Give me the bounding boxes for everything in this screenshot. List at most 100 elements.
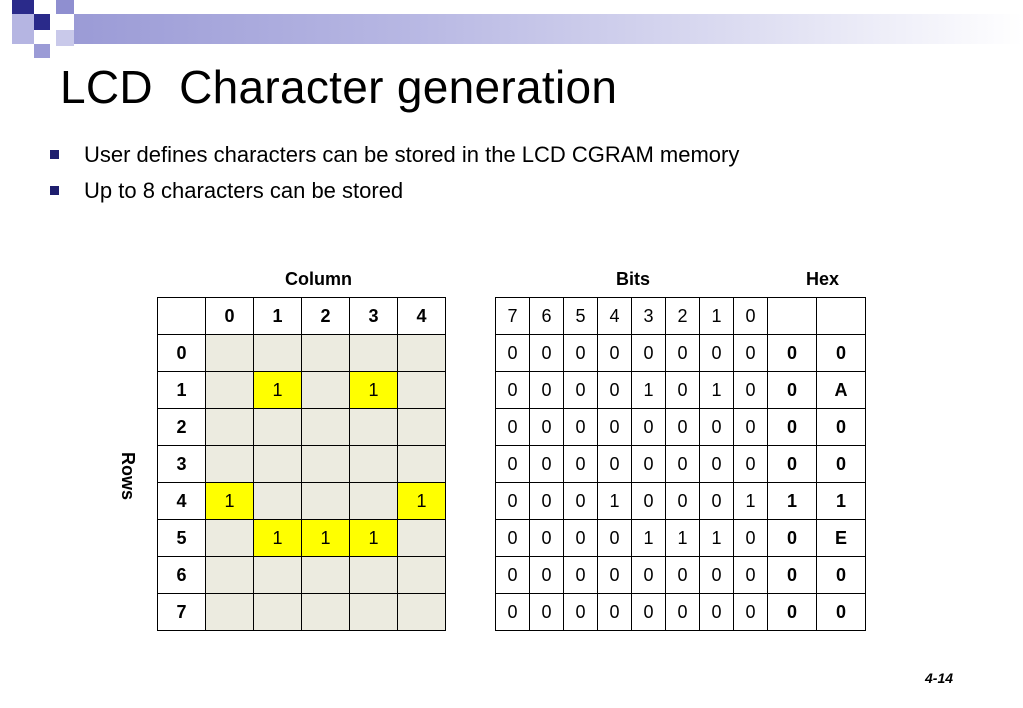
pixel-cell-r1-c4 (397, 371, 446, 409)
bullet-item: User defines characters can be stored in… (46, 142, 739, 178)
bit-cell: 0 (597, 371, 632, 409)
hex-digit-cell: 0 (767, 593, 817, 631)
bit-cell: 0 (563, 371, 598, 409)
hex-label: Hex (806, 269, 840, 289)
pixel-cell-r6-c0 (205, 556, 254, 594)
bit-cell: 0 (733, 334, 768, 372)
bit-cell: 0 (495, 445, 530, 483)
pixel-cell-r3-c1 (253, 445, 302, 483)
bit-cell: 0 (665, 482, 700, 520)
hex-digit-cell: 0 (767, 334, 817, 372)
bit-cell: 0 (699, 593, 734, 631)
pixel-cell-r0-c1 (253, 334, 302, 372)
bit-cell: 0 (733, 556, 768, 594)
pixel-cell-r3-c2 (301, 445, 350, 483)
bit-cell: 0 (733, 408, 768, 446)
bit-cell: 1 (665, 519, 700, 557)
bit-cell: 0 (631, 445, 666, 483)
bit-cell: 0 (563, 334, 598, 372)
grid-row: 2 (157, 408, 446, 446)
pixel-cell-r1-c0 (205, 371, 254, 409)
bit-cell: 1 (699, 519, 734, 557)
hex-digit-cell: 0 (816, 593, 866, 631)
pixel-cell-r2-c2 (301, 408, 350, 446)
bit-cell: 1 (597, 482, 632, 520)
pixel-cell-r2-c3 (349, 408, 398, 446)
bit-cell: 0 (563, 445, 598, 483)
bit-cell: 0 (529, 482, 564, 520)
grid-corner-cell (157, 297, 206, 335)
bit-cell: 0 (665, 593, 700, 631)
bit-cell: 1 (733, 482, 768, 520)
pixel-cell-r4-c2 (301, 482, 350, 520)
pixel-cell-r6-c3 (349, 556, 398, 594)
bit-cell: 0 (733, 371, 768, 409)
pixel-cell-r0-c0 (205, 334, 254, 372)
column-header-3: 3 (349, 297, 398, 335)
bit-cell: 0 (597, 334, 632, 372)
bit-header-3: 4 (597, 297, 632, 335)
bullet-text: Up to 8 characters can be stored (84, 178, 404, 203)
bit-cell: 0 (597, 593, 632, 631)
pixel-cell-r3-c0 (205, 445, 254, 483)
hex-digit-cell: 0 (816, 556, 866, 594)
bit-cell: 0 (563, 593, 598, 631)
hex-digit-cell: 0 (767, 519, 817, 557)
hex-digit-cell: 0 (816, 334, 866, 372)
bit-cell: 0 (529, 593, 564, 631)
bit-cell: 0 (733, 593, 768, 631)
hex-digit-cell: 0 (816, 445, 866, 483)
bit-cell: 1 (631, 371, 666, 409)
bit-header-7: 0 (733, 297, 768, 335)
pixel-cell-r6-c1 (253, 556, 302, 594)
bit-cell: 0 (665, 371, 700, 409)
bit-cell: 0 (495, 334, 530, 372)
bullet-text: User defines characters can be stored in… (84, 142, 740, 167)
pixel-cell-r2-c4 (397, 408, 446, 446)
row-header-4: 4 (157, 482, 206, 520)
pixel-cell-r1-c3: 1 (349, 371, 398, 409)
bit-cell: 0 (665, 334, 700, 372)
column-header-4: 4 (397, 297, 446, 335)
bullet-item: Up to 8 characters can be stored (46, 178, 739, 214)
column-header-1: 1 (253, 297, 302, 335)
bit-cell: 0 (699, 482, 734, 520)
bit-cell: 0 (597, 556, 632, 594)
pixel-cell-r7-c1 (253, 593, 302, 631)
bit-cell: 0 (699, 445, 734, 483)
pixel-cell-r4-c4: 1 (397, 482, 446, 520)
bit-cell: 0 (597, 445, 632, 483)
grid-row: 6 (157, 556, 446, 594)
bit-cell: 0 (631, 482, 666, 520)
bit-cell: 0 (631, 334, 666, 372)
square-bullet-icon (50, 150, 59, 159)
bit-header-6: 1 (699, 297, 734, 335)
row-header-0: 0 (157, 334, 206, 372)
bit-cell: 0 (665, 556, 700, 594)
hex-digit-cell: 0 (767, 445, 817, 483)
pixel-cell-r0-c2 (301, 334, 350, 372)
bit-cell: 0 (563, 556, 598, 594)
grid-row: 7 (157, 593, 446, 631)
bit-cell: 0 (733, 519, 768, 557)
row-header-3: 3 (157, 445, 206, 483)
bit-cell: 0 (495, 556, 530, 594)
bit-cell: 0 (631, 593, 666, 631)
pixel-cell-r1-c2 (301, 371, 350, 409)
grid-row: 3 (157, 445, 446, 483)
bit-cell: 0 (631, 408, 666, 446)
bit-cell: 0 (563, 519, 598, 557)
bullet-list: User defines characters can be stored in… (46, 142, 739, 214)
pixel-cell-r5-c0 (205, 519, 254, 557)
bit-cell: 0 (665, 445, 700, 483)
bits-label: Bits (616, 269, 651, 289)
bit-cell: 0 (597, 519, 632, 557)
bit-cell: 0 (495, 482, 530, 520)
